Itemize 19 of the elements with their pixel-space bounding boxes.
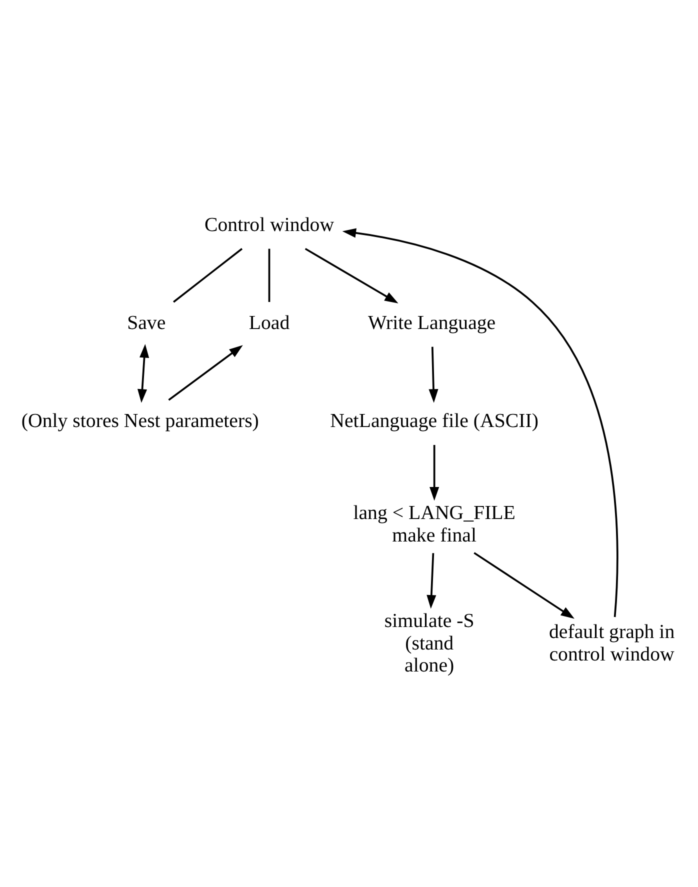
node-text: NetLanguage file (ASCII)	[330, 410, 538, 432]
node-text: lang < LANG_FILE make final	[353, 502, 516, 546]
connector	[173, 248, 243, 303]
arrow	[474, 552, 574, 619]
arrow	[430, 444, 440, 501]
node-text: simulate -S (stand alone)	[384, 610, 474, 677]
arrow	[137, 344, 150, 403]
node-text: default graph in control window	[548, 621, 675, 666]
arrow	[168, 345, 243, 401]
node-text: Control window	[204, 214, 334, 236]
node-text: (Only stores Nest parameters)	[21, 410, 259, 432]
arrow	[426, 553, 436, 609]
connector	[268, 248, 270, 302]
arrow	[342, 228, 618, 618]
node-text: Load	[248, 312, 290, 334]
node-text: Save	[127, 312, 166, 334]
arrow	[304, 248, 398, 304]
node-text: Write Language	[368, 312, 496, 334]
arrow	[428, 346, 438, 403]
